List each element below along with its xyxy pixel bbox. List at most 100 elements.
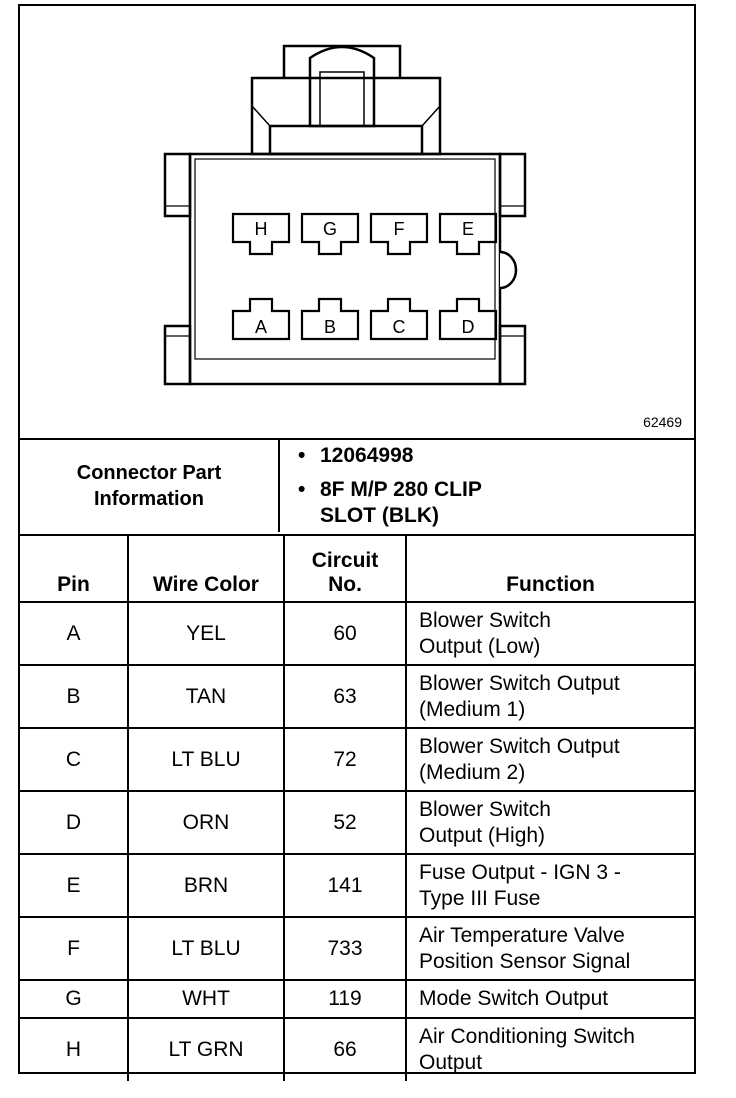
pin-cell: G [20, 979, 129, 1019]
wire-color-cell: WHT [127, 979, 285, 1019]
function-cell: Fuse Output - IGN 3 -Type III Fuse [405, 853, 694, 918]
pin-cell: B [20, 664, 129, 729]
function-function-line1: Blower Switch [419, 608, 551, 632]
function-function-line1: Mode Switch Output [419, 987, 609, 1010]
function-function-line1: Blower Switch Output [419, 671, 620, 695]
locking-clip-base [250, 76, 442, 156]
pin-label-E: E [462, 219, 474, 239]
function-function-line2: Position Sensor Signal [419, 949, 631, 973]
header-function: Function [405, 534, 694, 603]
function-function-line2: (Medium 2) [419, 760, 526, 784]
header-circuit-line2: No. [328, 573, 362, 596]
circuit-cell: 141 [283, 853, 407, 918]
pin-cell: C [20, 727, 129, 792]
circuit-cell: 119 [283, 979, 407, 1019]
function-function-line2: Output (High) [419, 823, 546, 847]
function-function-line1: Blower Switch Output [419, 734, 620, 758]
right-upper-ear [498, 152, 527, 218]
function-function-line2: Type III Fuse [419, 886, 541, 910]
pin-cell: F [20, 916, 129, 981]
connector-description-line1: 8F M/P 280 CLIP [320, 478, 482, 501]
function-function-line2: Output (Low) [419, 634, 541, 658]
connector-info-label: Connector Part Information [20, 438, 280, 532]
connector-description-line2: SLOT (BLK) [320, 504, 439, 527]
left-lower-ear [163, 324, 192, 386]
pin-label-D: D [462, 317, 475, 337]
pin-label-B: B [324, 317, 336, 337]
right-lower-ear [498, 324, 527, 386]
wire-color-cell: ORN [127, 790, 285, 855]
wire-color-cell: LT GRN [127, 1017, 285, 1081]
connector-part-information: Connector Part Information •12064998 •8F… [20, 438, 694, 532]
header-pin: Pin [20, 534, 129, 603]
header-wire-color: Wire Color [127, 534, 285, 603]
pin-label-F: F [394, 219, 405, 239]
circuit-cell: 60 [283, 601, 407, 666]
figure-number: 62469 [643, 414, 682, 430]
connector-info-label-line2: Information [94, 488, 204, 510]
wire-color-cell: YEL [127, 601, 285, 666]
pin-cell: H [20, 1017, 129, 1081]
pin-cavity-E [438, 212, 498, 256]
connector-body [188, 152, 502, 386]
pin-label-H: H [255, 219, 268, 239]
function-cell: Blower Switch Output(Medium 2) [405, 727, 694, 792]
wire-color-cell: LT BLU [127, 727, 285, 792]
pin-cell: A [20, 601, 129, 666]
locking-clip-loop [308, 45, 376, 128]
locking-clip-latch [268, 124, 424, 156]
connector-inner-frame [194, 158, 496, 360]
pin-cavity-G [300, 212, 360, 256]
left-upper-ear [163, 152, 192, 218]
function-function-line1: Blower Switch [419, 797, 551, 821]
pin-cavity-B [300, 297, 360, 341]
function-function-line1: Fuse Output - IGN 3 - [419, 860, 621, 884]
pin-cavities [231, 212, 498, 341]
pin-cavity-H [231, 212, 291, 256]
connector-description: •8F M/P 280 CLIP [298, 478, 482, 501]
circuit-cell: 72 [283, 727, 407, 792]
wire-color-cell: BRN [127, 853, 285, 918]
pin-label-G: G [323, 219, 337, 239]
circuit-cell: 66 [283, 1017, 407, 1081]
function-function-line2: Output [419, 1051, 483, 1074]
header-circuit-line1: Circuit [311, 549, 379, 572]
part-number: •12064998 [298, 444, 414, 467]
function-function-line1: Air Temperature Valve [419, 923, 625, 947]
part-number-text: 12064998 [320, 444, 414, 467]
pin-label-C: C [393, 317, 406, 337]
circuit-cell: 63 [283, 664, 407, 729]
pin-cavity-D [438, 297, 498, 341]
polarization-notch [499, 250, 518, 290]
function-function-line1: Air Conditioning Switch [419, 1025, 635, 1048]
locking-clip-tower [282, 44, 402, 78]
circuit-cell: 52 [283, 790, 407, 855]
pin-cavity-C [369, 297, 429, 341]
circuit-cell: 733 [283, 916, 407, 981]
pin-cavity-F [369, 212, 429, 256]
function-function-line2: (Medium 1) [419, 697, 526, 721]
pin-cavity-A [231, 297, 291, 341]
connector-info-values: •12064998 •8F M/P 280 CLIP SLOT (BLK) [279, 438, 694, 532]
function-cell: Blower Switch Output(Medium 1) [405, 664, 694, 729]
